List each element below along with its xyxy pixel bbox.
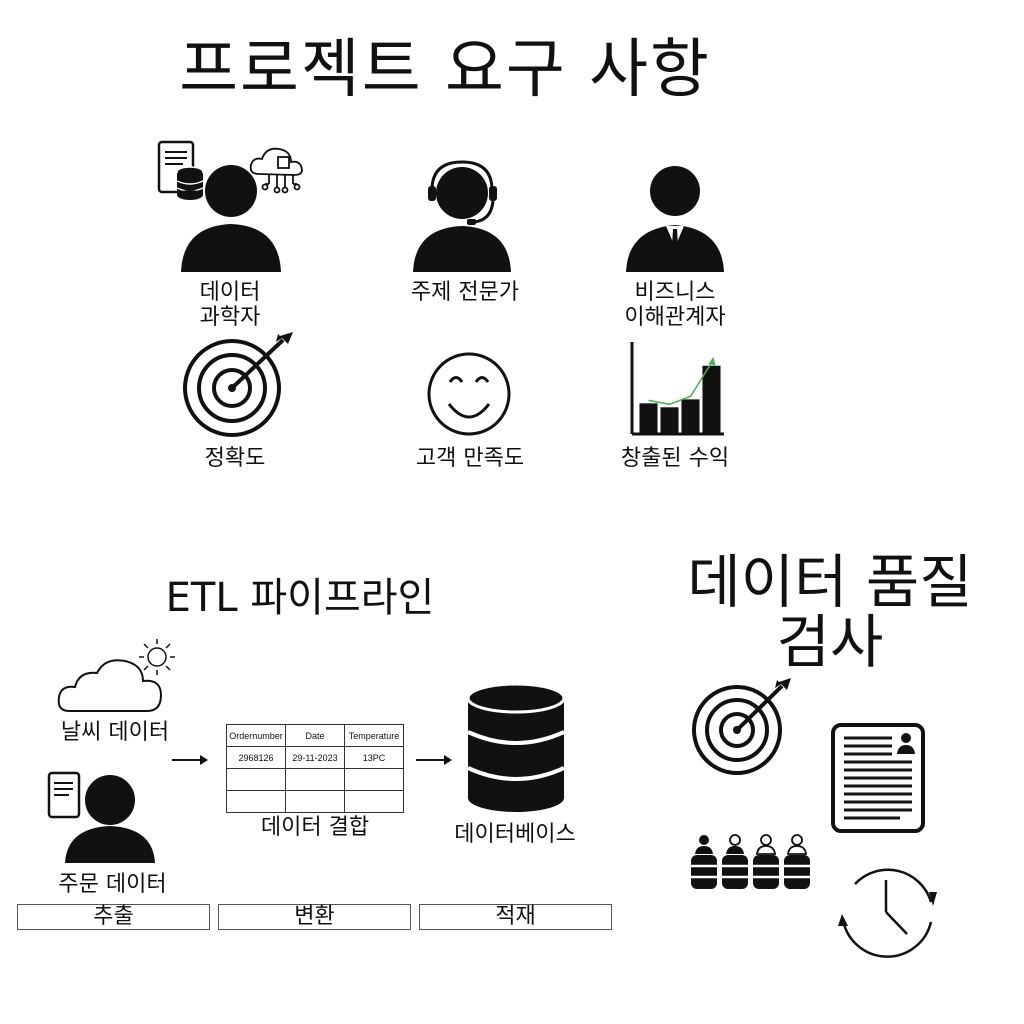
- weather-source: [55, 635, 185, 715]
- arrow-to-join: [170, 752, 210, 766]
- table-cell: [285, 768, 345, 791]
- target-icon: [183, 332, 293, 437]
- revenue-bar: [702, 365, 721, 433]
- table-header-row: Ordernumber Date Temperature: [226, 724, 404, 747]
- person-icon: [65, 775, 155, 863]
- table-row: [226, 768, 404, 791]
- join-label: 데이터 결합: [260, 815, 370, 840]
- stakeholder-business: [620, 165, 730, 275]
- joined-data-table: Ordernumber Date Temperature 2968126 29-…: [226, 724, 404, 813]
- weather-data-label: 날씨 데이터: [60, 720, 170, 745]
- quality-report: [830, 722, 926, 834]
- quality-user-databases: [690, 830, 815, 892]
- metric-label: 정확도: [204, 446, 266, 471]
- database-icon: [466, 682, 566, 812]
- etl-title: ETL 파이프라인: [165, 575, 435, 621]
- user-database-icon: [753, 834, 779, 889]
- stakeholder-subject-expert: [405, 160, 515, 275]
- quality-accuracy: [690, 676, 795, 786]
- document-icon: [47, 771, 81, 819]
- businessman-icon: [626, 166, 724, 272]
- stakeholder-data-scientist: [155, 140, 325, 275]
- revenue-bar: [660, 407, 679, 433]
- revenue-bar-chart: [630, 342, 724, 436]
- data-quality-title: 데이터 품질 검사: [687, 548, 973, 676]
- smiley-icon: [427, 352, 511, 436]
- trend-line: [648, 362, 713, 406]
- revenue-bar: [639, 403, 658, 433]
- database-icon: [176, 166, 204, 200]
- stage-extract: 추출: [17, 904, 210, 930]
- orders-source: [45, 770, 160, 865]
- profile-document-icon: [831, 723, 925, 833]
- table-cell: 2968126: [226, 746, 286, 769]
- quality-schedule: [833, 862, 943, 962]
- cloud-chip-icon: [249, 147, 303, 194]
- database-target: [462, 682, 572, 814]
- user-database-icon: [784, 834, 810, 889]
- table-header-cell: Temperature: [344, 724, 404, 747]
- stakeholder-label: 주제 전문가: [410, 280, 520, 305]
- table-header-cell: Ordernumber: [226, 724, 286, 747]
- metric-label: 창출된 수익: [620, 446, 730, 471]
- table-cell: 29-11-2023: [285, 746, 345, 769]
- table-cell: [226, 790, 286, 813]
- sun-icon: [139, 639, 175, 675]
- satisfaction-metric: [425, 352, 515, 442]
- accuracy-metric: [180, 330, 300, 440]
- clock-refresh-icon: [838, 868, 937, 958]
- arrow-right-icon: [416, 755, 452, 765]
- revenue-bar: [681, 399, 700, 433]
- person-icon: [181, 165, 281, 272]
- arrow-right-icon: [172, 755, 208, 765]
- stage-load: 적재: [419, 904, 612, 930]
- table-cell: [226, 768, 286, 791]
- table-cell: [285, 790, 345, 813]
- user-database-icon: [722, 834, 748, 889]
- metric-label: 고객 만족도: [415, 446, 525, 471]
- headset-person-icon: [413, 160, 511, 272]
- cloud-icon: [57, 659, 163, 712]
- table-header-cell: Date: [285, 724, 345, 747]
- table-cell: 13PC: [344, 746, 404, 769]
- stakeholder-label: 비즈니스 이해관계자: [624, 280, 726, 330]
- stakeholder-label: 데이터 과학자: [199, 280, 261, 330]
- target-icon: [692, 678, 791, 775]
- arrow-to-database: [414, 752, 454, 766]
- page-title: 프로젝트 요구 사항: [179, 33, 711, 107]
- trend-arrow-icon: [708, 356, 716, 366]
- user-database-icon: [691, 835, 717, 889]
- order-data-label: 주문 데이터: [58, 872, 167, 897]
- table-cell: [344, 790, 404, 813]
- stage-transform: 변환: [218, 904, 411, 930]
- table-cell: [344, 768, 404, 791]
- table-row: [226, 790, 404, 813]
- table-row: 2968126 29-11-2023 13PC: [226, 746, 404, 769]
- database-label: 데이터베이스: [454, 822, 576, 847]
- revenue-chart: [628, 340, 728, 440]
